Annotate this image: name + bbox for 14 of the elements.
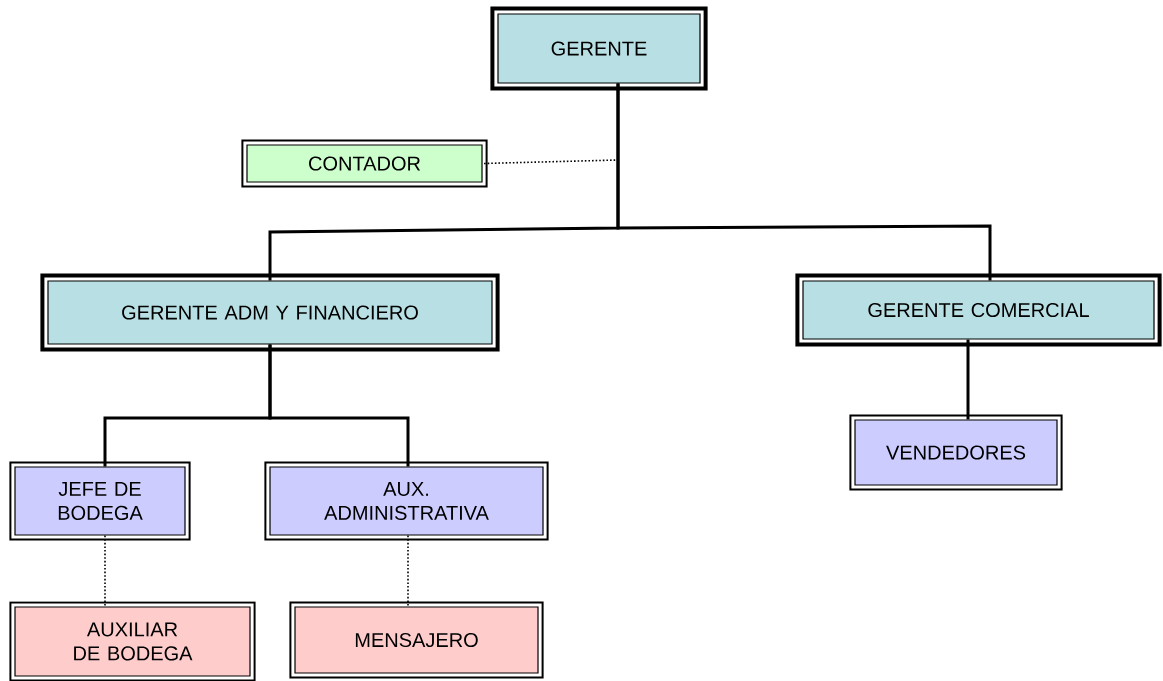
org-box: CONTADOR xyxy=(241,139,488,188)
org-box: AUX. ADMINISTRATIVA xyxy=(264,461,549,541)
org-box: AUXILIAR DE BODEGA xyxy=(9,601,256,681)
connector-line xyxy=(966,339,970,420)
org-box: VENDEDORES xyxy=(849,414,1063,491)
dotted-connector xyxy=(104,534,106,608)
org-box: MENSAJERO xyxy=(289,601,544,679)
connector-line xyxy=(616,83,992,281)
org-box: GERENTE ADM Y FINANCIERO xyxy=(40,273,500,352)
dotted-connector xyxy=(407,534,409,608)
org-box: JEFE DE BODEGA xyxy=(9,461,191,541)
connector-line xyxy=(268,344,410,467)
org-box: GERENTE COMERCIAL xyxy=(795,273,1162,347)
org-box: GERENTE xyxy=(490,6,708,91)
